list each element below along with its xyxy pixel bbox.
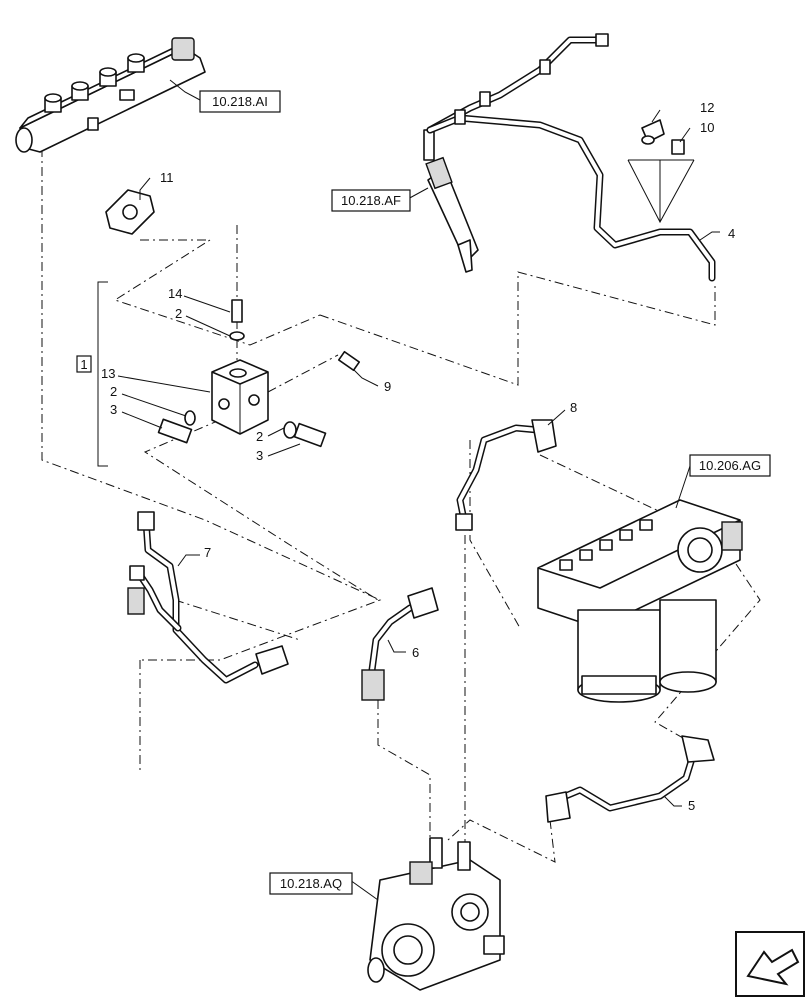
callout-7: 7 — [204, 545, 211, 560]
reference-label: 10.218.AF — [341, 193, 401, 208]
fuel-line-5 — [545, 735, 715, 823]
small-fittings — [157, 299, 361, 448]
callout-14: 14 — [168, 286, 182, 301]
assembly-lines — [41, 148, 761, 863]
gasket — [105, 189, 155, 235]
reference-box-10-218-ai[interactable]: 10.218.AI — [199, 90, 281, 113]
fuel-line-8 — [455, 419, 557, 531]
callout-numbers: 1 14 2 13 2 3 2 3 9 11 12 10 4 8 7 6 5 — [76, 100, 735, 813]
callout-13: 13 — [101, 366, 115, 381]
callout-2: 2 — [256, 429, 263, 444]
next-page-arrow-icon[interactable] — [735, 931, 805, 997]
fittings-12-10 — [627, 119, 695, 224]
callout-3: 3 — [110, 402, 117, 417]
callout-9: 9 — [384, 379, 391, 394]
fuel-rail — [15, 37, 206, 153]
injector — [423, 129, 479, 273]
fuel-line-7 — [127, 511, 289, 684]
callout-11: 11 — [160, 170, 174, 185]
fuel-filter-assembly — [537, 499, 743, 703]
callout-5: 5 — [688, 798, 695, 813]
callout-2: 2 — [175, 306, 182, 321]
callout-6: 6 — [412, 645, 419, 660]
fuel-line-6 — [361, 587, 439, 701]
reference-label: 10.218.AI — [212, 94, 268, 109]
valve-block — [211, 359, 269, 435]
callout-10: 10 — [700, 120, 714, 135]
callout-4: 4 — [728, 226, 735, 241]
callout-8: 8 — [570, 400, 577, 415]
callout-12: 12 — [700, 100, 714, 115]
callout-1-box — [76, 355, 92, 373]
reference-label: 10.206.AG — [699, 458, 761, 473]
leak-off-line — [426, 33, 716, 282]
callout-3: 3 — [256, 448, 263, 463]
reference-label: 10.218.AQ — [280, 876, 342, 891]
callout-1: 1 — [80, 357, 87, 372]
high-pressure-pump — [367, 837, 505, 991]
callout-leaders — [117, 79, 720, 901]
callout-2: 2 — [110, 384, 117, 399]
reference-box-10-206-ag[interactable]: 10.206.AG — [689, 454, 771, 477]
reference-box-10-218-af[interactable]: 10.218.AF — [331, 189, 411, 212]
item-1-bracket — [97, 281, 108, 467]
reference-box-10-218-aq[interactable]: 10.218.AQ — [269, 872, 353, 895]
